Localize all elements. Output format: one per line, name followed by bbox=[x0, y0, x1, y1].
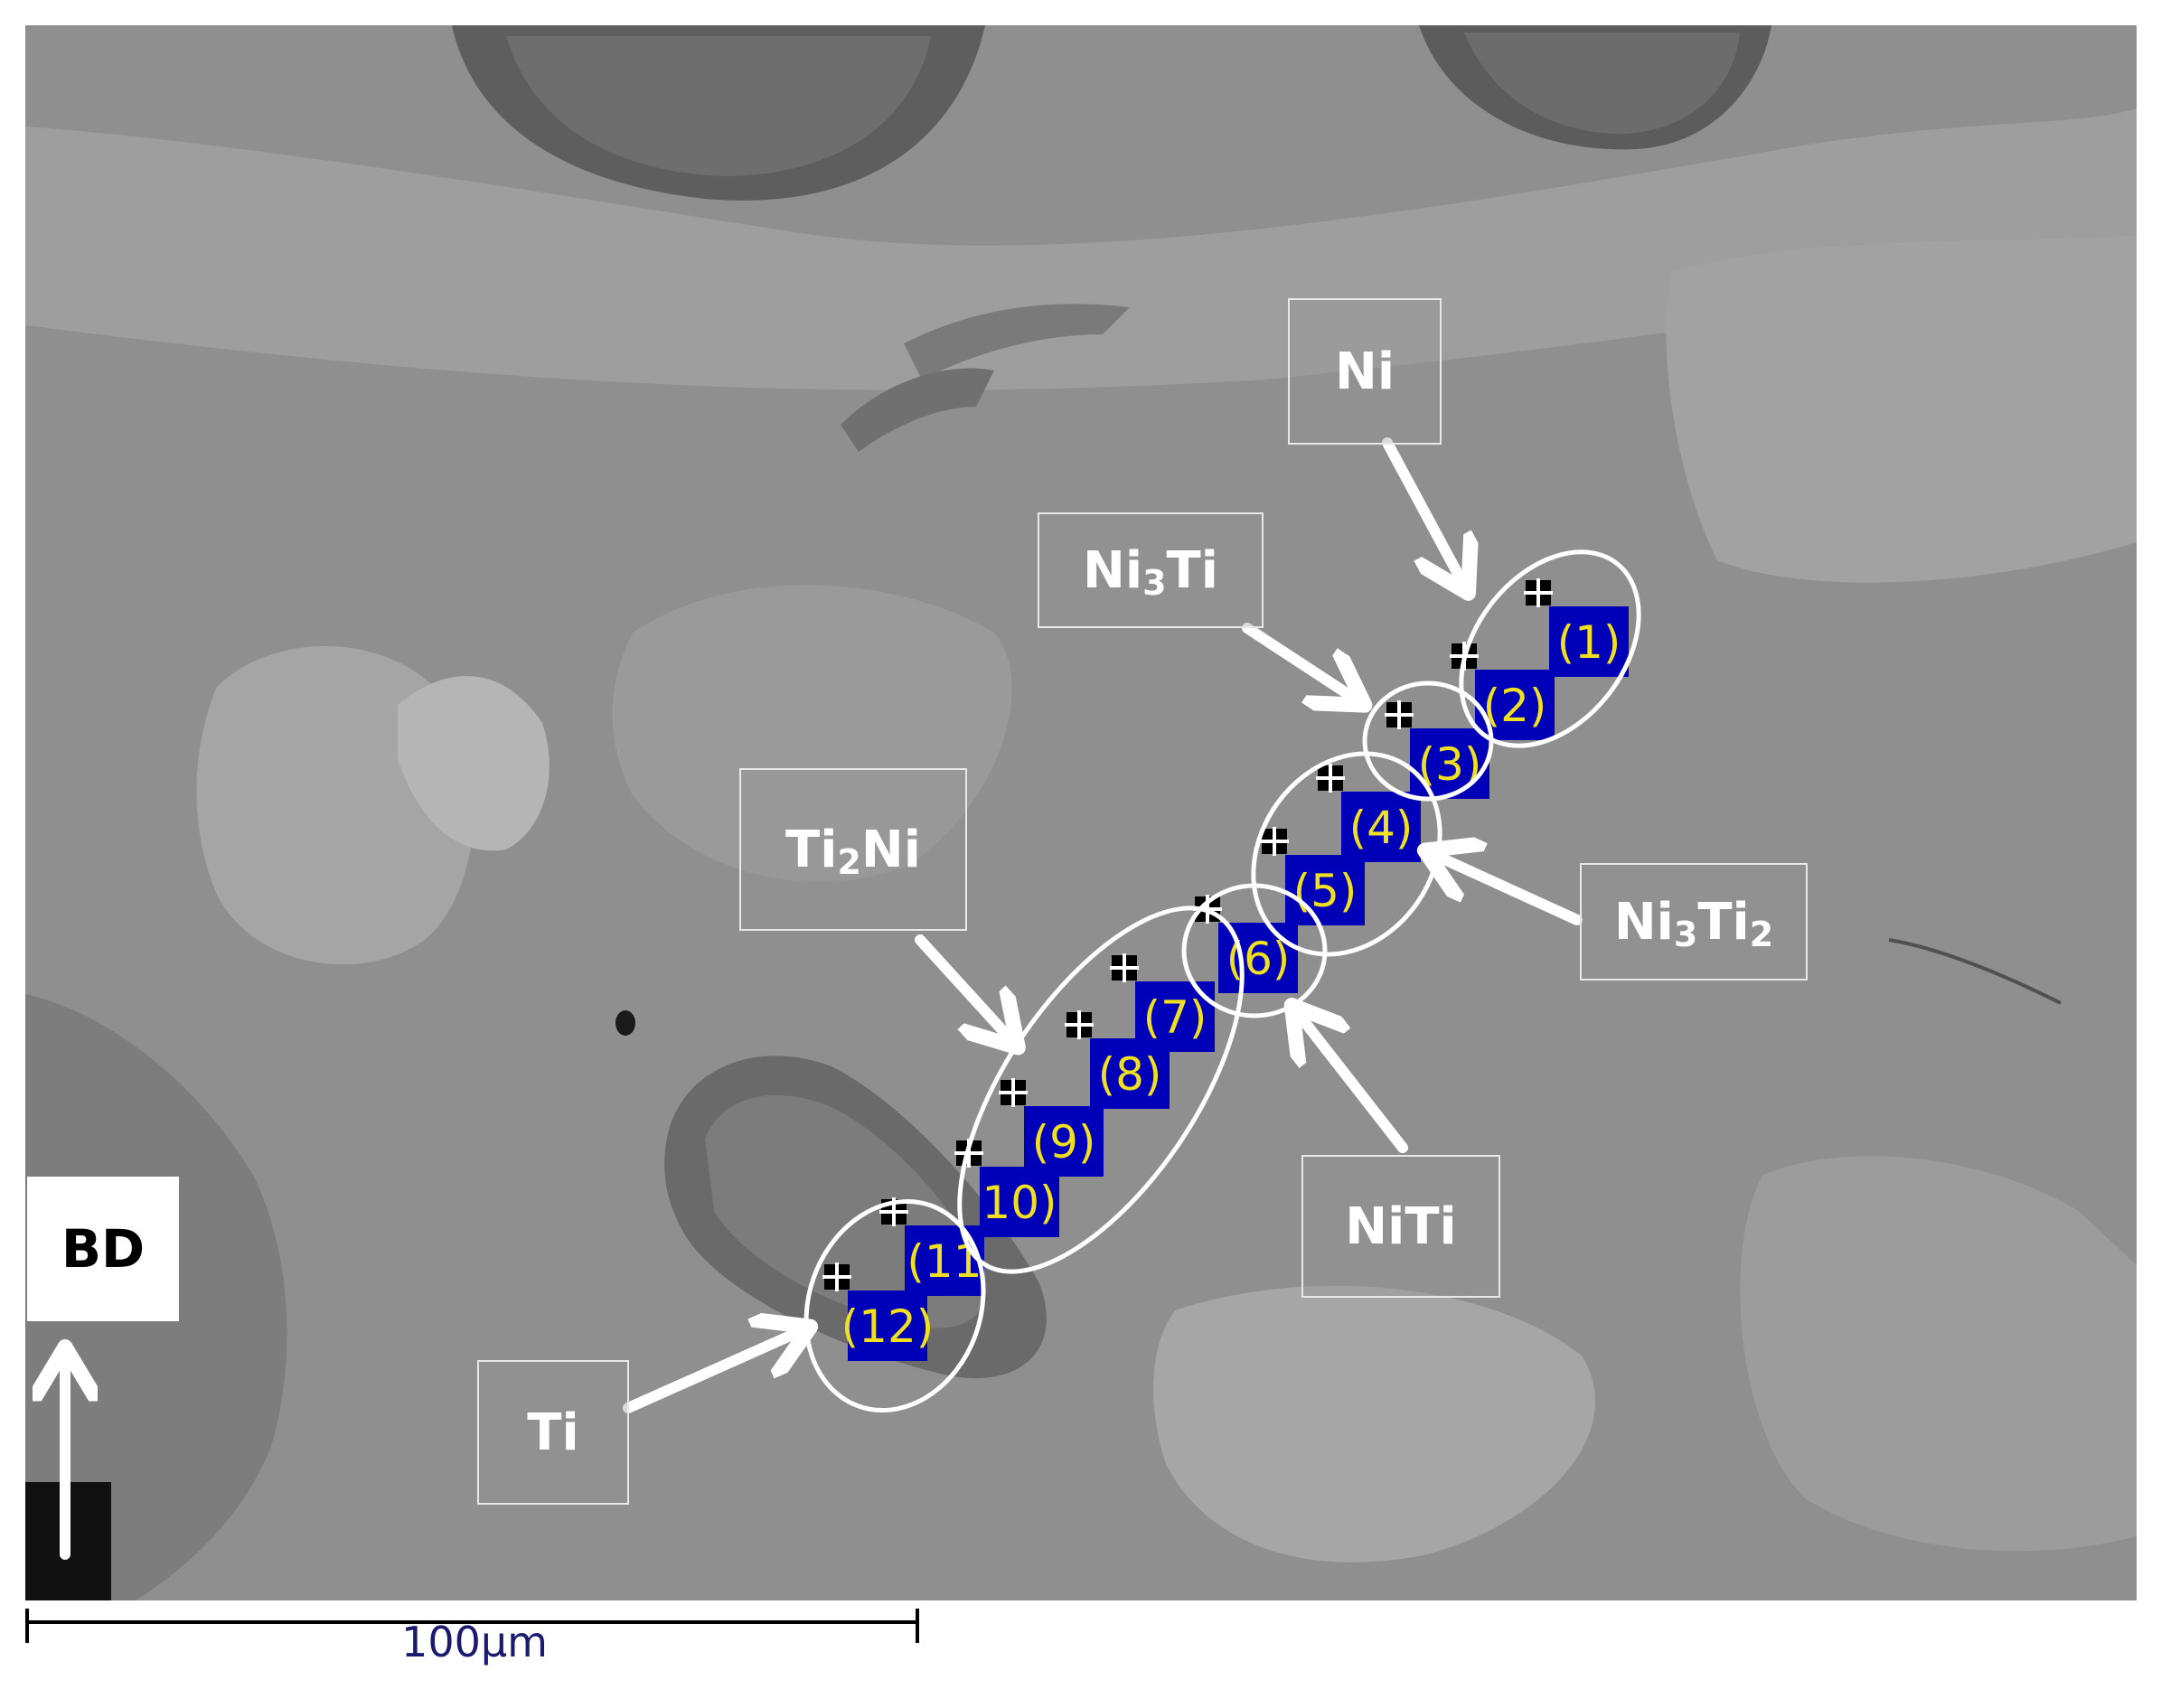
cross-marker bbox=[1316, 764, 1345, 793]
point-label: (7) bbox=[1143, 991, 1207, 1044]
point-label-bg bbox=[980, 1167, 1059, 1237]
cross-marker bbox=[1385, 700, 1414, 729]
point-label: (2) bbox=[1483, 680, 1547, 732]
arrow-niti bbox=[1297, 1012, 1408, 1153]
cross-marker bbox=[1524, 578, 1553, 607]
point-label: (1) bbox=[1557, 616, 1621, 669]
micrograph-image bbox=[25, 25, 2137, 1600]
point-label: (9) bbox=[1032, 1116, 1096, 1168]
point-label-bg bbox=[1090, 1038, 1170, 1109]
point-label: (8) bbox=[1098, 1048, 1162, 1101]
cross-marker bbox=[822, 1262, 851, 1291]
arrow-ni3ti2 bbox=[1433, 854, 1583, 925]
measurement-point-labels: (1)(2)(3)(4)(5)(6)(7)(8)(9)10)(11(12) bbox=[841, 606, 1629, 1361]
arrow-ti2ni bbox=[915, 934, 1012, 1041]
point-label: (4) bbox=[1349, 802, 1414, 854]
phase-label-ti: Ti bbox=[477, 1360, 629, 1505]
point-label-bg bbox=[1549, 606, 1629, 677]
cross-marker bbox=[1065, 1010, 1094, 1039]
ellipse-ni3ti2 bbox=[1251, 751, 1442, 957]
scale-bar bbox=[25, 1609, 919, 1643]
ellipse-ti bbox=[803, 1198, 986, 1413]
point-label: (12) bbox=[841, 1300, 935, 1353]
cross-marker bbox=[1110, 953, 1139, 982]
pointer-arrows bbox=[65, 437, 1583, 1560]
ellipse-ni3ti bbox=[1362, 680, 1494, 802]
cross-marker bbox=[1260, 827, 1289, 856]
cross-marker bbox=[999, 1078, 1028, 1107]
phase-label-niti: NiTi bbox=[1301, 1155, 1500, 1298]
point-label-bg bbox=[1285, 855, 1365, 925]
build-direction-label: BD bbox=[27, 1177, 179, 1321]
point-label-bg bbox=[1341, 792, 1421, 862]
ellipse-ni bbox=[1459, 549, 1641, 748]
arrow-ni bbox=[1382, 437, 1464, 586]
arrow-ni3ti bbox=[1242, 623, 1358, 700]
phase-label-ni: Ni bbox=[1288, 298, 1442, 445]
ellipse-niti bbox=[1181, 883, 1328, 1018]
arrow-ti bbox=[623, 1330, 803, 1413]
point-label-bg bbox=[1024, 1106, 1104, 1177]
point-label: (5) bbox=[1293, 865, 1358, 917]
point-label-bg bbox=[1410, 728, 1489, 799]
point-label-bg bbox=[848, 1290, 927, 1361]
scale-bar-label: 100μm bbox=[401, 1618, 548, 1666]
point-label: 10) bbox=[982, 1177, 1057, 1229]
